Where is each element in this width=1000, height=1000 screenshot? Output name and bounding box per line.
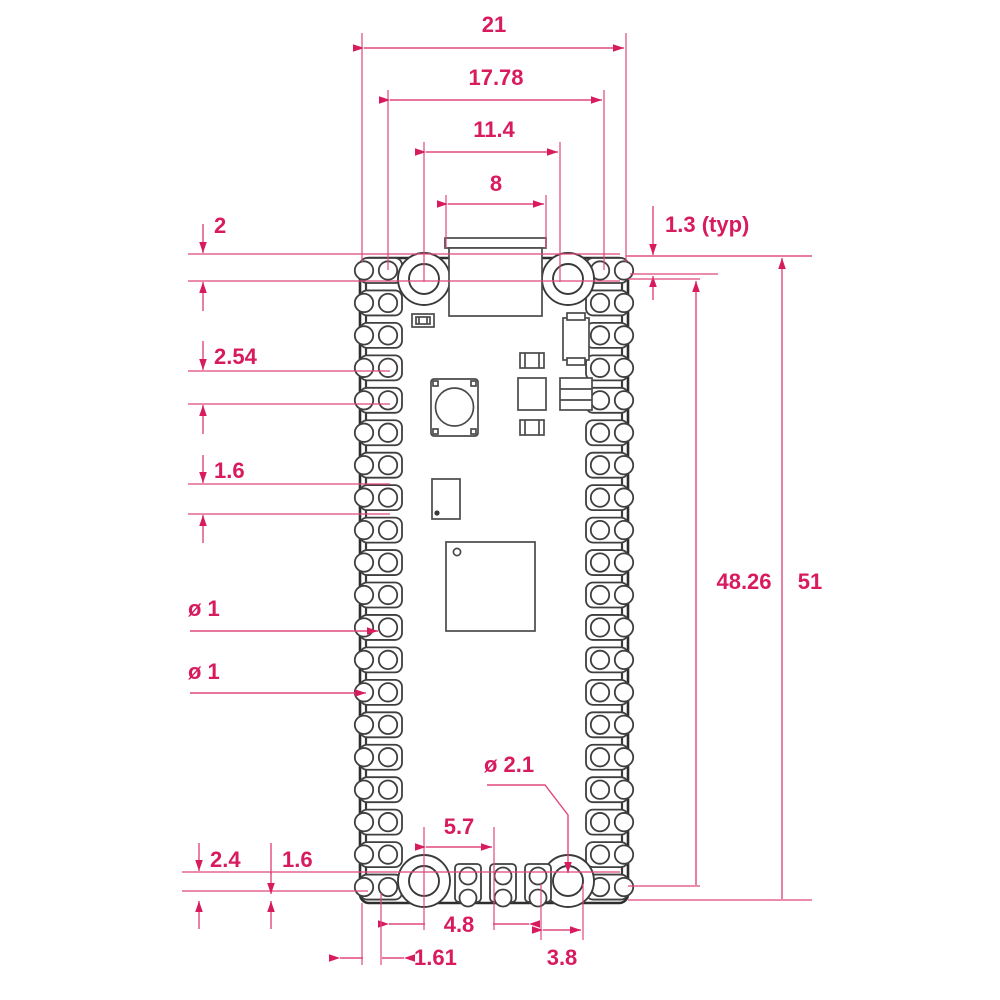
castellated-pad xyxy=(585,743,635,771)
castellated-pad xyxy=(353,646,403,674)
castellated-pad xyxy=(353,614,403,641)
dim-1-61-group: 1.61 xyxy=(329,893,457,970)
castellated-pad xyxy=(585,678,635,706)
castellated-pad xyxy=(353,808,403,836)
led-indicator xyxy=(559,377,593,411)
dim-label-2: 2 xyxy=(214,213,226,238)
castellated-pad xyxy=(353,549,403,576)
dim-label-dia-2-1: ø 2.1 xyxy=(484,752,534,777)
debug-pads xyxy=(454,863,552,908)
castellated-pad xyxy=(353,841,403,868)
dim-2-group: 2 xyxy=(188,213,620,311)
castellated-pad xyxy=(353,678,403,706)
castellated-pad xyxy=(353,484,403,512)
castellated-pad xyxy=(353,354,403,382)
mounting-hole-top-right xyxy=(541,252,595,306)
dim-4-8-group: 4.8 xyxy=(378,884,540,937)
castellated-pad xyxy=(353,321,403,349)
dim-21-group: 21 xyxy=(353,12,627,262)
dim-2-4-group: 2.4 xyxy=(182,843,620,929)
dim-label-1-61: 1.61 xyxy=(414,945,457,970)
castellated-pad xyxy=(353,711,403,739)
castellated-pad xyxy=(585,354,635,382)
castellated-pads-left xyxy=(353,257,403,901)
castellated-pad xyxy=(585,516,635,544)
castellated-pad xyxy=(585,614,635,641)
castellated-pad xyxy=(585,386,635,414)
castellated-pad xyxy=(353,386,403,414)
pcb-board-group xyxy=(353,237,635,908)
passive-component-lower xyxy=(519,419,545,436)
dim-1-6-group: 1.6 xyxy=(188,455,390,543)
castellated-pad xyxy=(585,451,635,479)
castellated-pad xyxy=(353,743,403,771)
castellated-pad xyxy=(585,776,635,804)
castellated-pad xyxy=(585,321,635,349)
mounting-hole-bottom-right xyxy=(541,854,595,908)
dim-3-8-group: 3.8 xyxy=(532,884,584,970)
castellated-pad xyxy=(585,841,635,868)
bootsel-button xyxy=(430,378,479,437)
debug-pad-3 xyxy=(524,863,552,908)
castellated-pad xyxy=(585,581,635,609)
dim-label-2-54: 2.54 xyxy=(214,344,258,369)
castellated-pad xyxy=(585,419,635,447)
dim-label-1-3-typ: 1.3 (typ) xyxy=(665,212,749,237)
dim-1-6-bottom-group: 1.6 xyxy=(267,843,313,929)
dim-label-48-26: 48.26 xyxy=(716,569,771,594)
castellated-pad xyxy=(585,549,635,576)
dim-5-7-group: 5.7 xyxy=(415,814,495,884)
dim-label-21: 21 xyxy=(482,12,506,37)
castellated-pad xyxy=(585,808,635,836)
castellated-pad xyxy=(585,646,635,674)
dim-dia1-upper-group: ø 1 xyxy=(188,596,378,635)
dim-label-8: 8 xyxy=(490,171,502,196)
castellated-pad xyxy=(353,289,403,317)
dim-48-26-group: 48.26 xyxy=(628,278,772,887)
dim-label-11-4: 11.4 xyxy=(473,117,515,142)
dim-label-2-4: 2.4 xyxy=(210,847,241,872)
dim-11-4-group: 11.4 xyxy=(415,117,561,282)
castellated-pad xyxy=(585,289,635,317)
debug-pad-2 xyxy=(489,863,517,908)
castellated-pad xyxy=(585,873,635,901)
dim-dia1-lower-group: ø 1 xyxy=(188,659,366,697)
castellated-pad xyxy=(353,451,403,479)
dim-2-54-group: 2.54 xyxy=(188,341,390,434)
dim-17-78-group: 17.78 xyxy=(379,65,605,270)
dim-label-1-6: 1.6 xyxy=(214,458,245,483)
castellated-pad xyxy=(353,776,403,804)
castellated-pad xyxy=(353,257,403,284)
passive-component-upper xyxy=(519,352,545,369)
dim-label-4-8: 4.8 xyxy=(444,912,475,937)
passive-component-topleft xyxy=(411,313,435,328)
dim-1-3-typ-group: 1.3 (typ) xyxy=(626,206,812,300)
passive-component-center xyxy=(517,377,547,411)
castellated-pad xyxy=(353,419,403,447)
castellated-pad xyxy=(585,484,635,512)
voltage-regulator xyxy=(562,312,590,366)
dim-label-51: 51 xyxy=(798,569,822,594)
dim-label-1-6-bottom: 1.6 xyxy=(282,847,313,872)
usb-micro-connector xyxy=(444,237,547,317)
castellated-pad xyxy=(353,516,403,544)
dimension-annotations: 21 17.78 11.4 8 2 xyxy=(182,12,822,970)
dim-label-5-7: 5.7 xyxy=(444,814,475,839)
castellated-pad xyxy=(353,581,403,609)
rp2040-soc xyxy=(445,541,536,632)
flash-memory-chip xyxy=(431,478,461,520)
dim-label-3-8: 3.8 xyxy=(547,945,578,970)
castellated-pad xyxy=(585,711,635,739)
dim-51-group: 51 xyxy=(628,255,822,901)
debug-pad-1 xyxy=(454,863,482,908)
castellated-pads-right xyxy=(585,257,635,901)
dim-dia-2-1-group: ø 2.1 xyxy=(484,752,572,873)
dim-8-group: 8 xyxy=(437,171,547,248)
castellated-pad xyxy=(353,873,403,901)
dim-label-17-78: 17.78 xyxy=(468,65,523,90)
dim-label-dia-1-lower: ø 1 xyxy=(188,659,220,684)
dim-label-dia-1-upper: ø 1 xyxy=(188,596,220,621)
